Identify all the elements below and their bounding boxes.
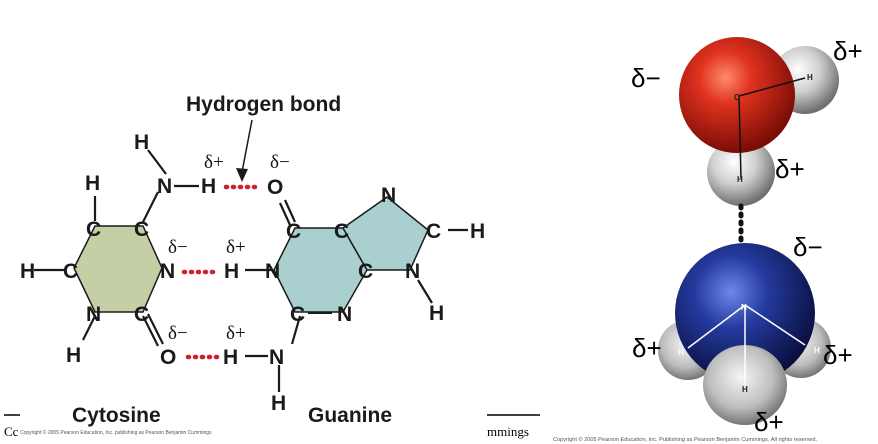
- partial-positive-label: δ+: [754, 407, 784, 437]
- partial-positive-label: δ+: [632, 333, 662, 363]
- partial-negative-label: δ−: [168, 323, 188, 344]
- caption-fragment-right: mmings: [487, 424, 529, 439]
- atom-c: C: [63, 260, 78, 283]
- atom-o: O: [160, 346, 176, 369]
- atom-h: H: [429, 302, 444, 325]
- guanine-label: Guanine: [308, 404, 392, 427]
- model-partial-charges: δ− δ+ δ+ δ− δ+ δ+ δ+: [631, 36, 863, 437]
- atom-c: C: [426, 220, 441, 243]
- atom-c: C: [290, 303, 305, 326]
- atom-n: N: [405, 260, 420, 283]
- atom-c: C: [86, 218, 101, 241]
- hydrogen-bond-label: Hydrogen bond: [186, 93, 341, 116]
- hydrogen-bonds: [181, 184, 258, 360]
- atom-c: C: [286, 220, 301, 243]
- cytosine-label: Cytosine: [72, 404, 161, 427]
- atom-n: N: [381, 184, 396, 207]
- cytosine-bonds: [34, 149, 199, 347]
- partial-negative-label: δ−: [793, 232, 823, 262]
- partial-positive-label: δ+: [226, 323, 246, 344]
- partial-positive-label: δ+: [226, 237, 246, 258]
- atom-c: C: [134, 218, 149, 241]
- copyright-left: Copyright © 2005 Pearson Education, Inc.…: [20, 429, 212, 436]
- partial-negative-label: δ−: [631, 63, 661, 93]
- atom-c: C: [134, 303, 149, 326]
- hydrogen-bond-arrow: [236, 119, 253, 182]
- water-hydrogen-letter: H: [737, 175, 743, 184]
- atom-h: H: [470, 220, 485, 243]
- partial-positive-label: δ+: [775, 154, 805, 184]
- partial-negative-label: δ−: [168, 237, 188, 258]
- atom-h: H: [20, 260, 35, 283]
- atom-n: N: [269, 346, 284, 369]
- guanine-five-ring: [342, 196, 429, 271]
- guanine-atoms: O N C C C H H N C N C N H H N H: [223, 176, 485, 415]
- partial-positive-label: δ+: [823, 340, 853, 370]
- atom-h: H: [201, 175, 216, 198]
- atom-h: H: [224, 260, 239, 283]
- atom-h: H: [223, 346, 238, 369]
- partial-positive-label: δ+: [833, 36, 863, 66]
- ammonia-hydrogen-letter: H: [814, 346, 820, 355]
- water-ammonia-model: O H H N H H H δ− δ+ δ+ δ− δ+ δ+ δ+ Copyr…: [553, 36, 863, 443]
- copyright-right: Copyright © 2005 Pearson Education, Inc.…: [553, 436, 818, 443]
- caption-fragment-left: Cc: [4, 424, 19, 439]
- guanine-bonds: [245, 199, 468, 392]
- atom-c: C: [334, 220, 349, 243]
- atom-h: H: [66, 344, 81, 367]
- ammonia-nitrogen-letter: N: [741, 303, 747, 312]
- ammonia-hydrogen-letter: H: [742, 385, 748, 394]
- water-hydrogen-letter: H: [807, 73, 813, 82]
- ammonia-hydrogen-letter: H: [678, 348, 684, 357]
- partial-positive-label: δ+: [204, 152, 224, 173]
- atom-h: H: [134, 131, 149, 154]
- water-oxygen-letter: O: [734, 93, 740, 102]
- atom-o: O: [267, 176, 283, 199]
- cytosine-ring: [73, 225, 163, 313]
- atom-c: C: [358, 260, 373, 283]
- atom-n: N: [337, 303, 352, 326]
- water-oxygen-sphere: [679, 37, 795, 153]
- atom-n: N: [160, 260, 175, 283]
- base-pair-diagram: Hydrogen bond Cytosine Guanine H H N H C…: [4, 93, 540, 439]
- atom-h: H: [85, 172, 100, 195]
- cytosine-atoms: H H N H C C H C N N C H O: [20, 131, 216, 369]
- base-pair-partial-charges: δ+ δ− δ− δ+ δ− δ+: [168, 152, 290, 344]
- atom-n: N: [157, 175, 172, 198]
- atom-n: N: [86, 303, 101, 326]
- partial-negative-label: δ−: [270, 152, 290, 173]
- atom-n: N: [265, 260, 280, 283]
- atom-h: H: [271, 392, 286, 415]
